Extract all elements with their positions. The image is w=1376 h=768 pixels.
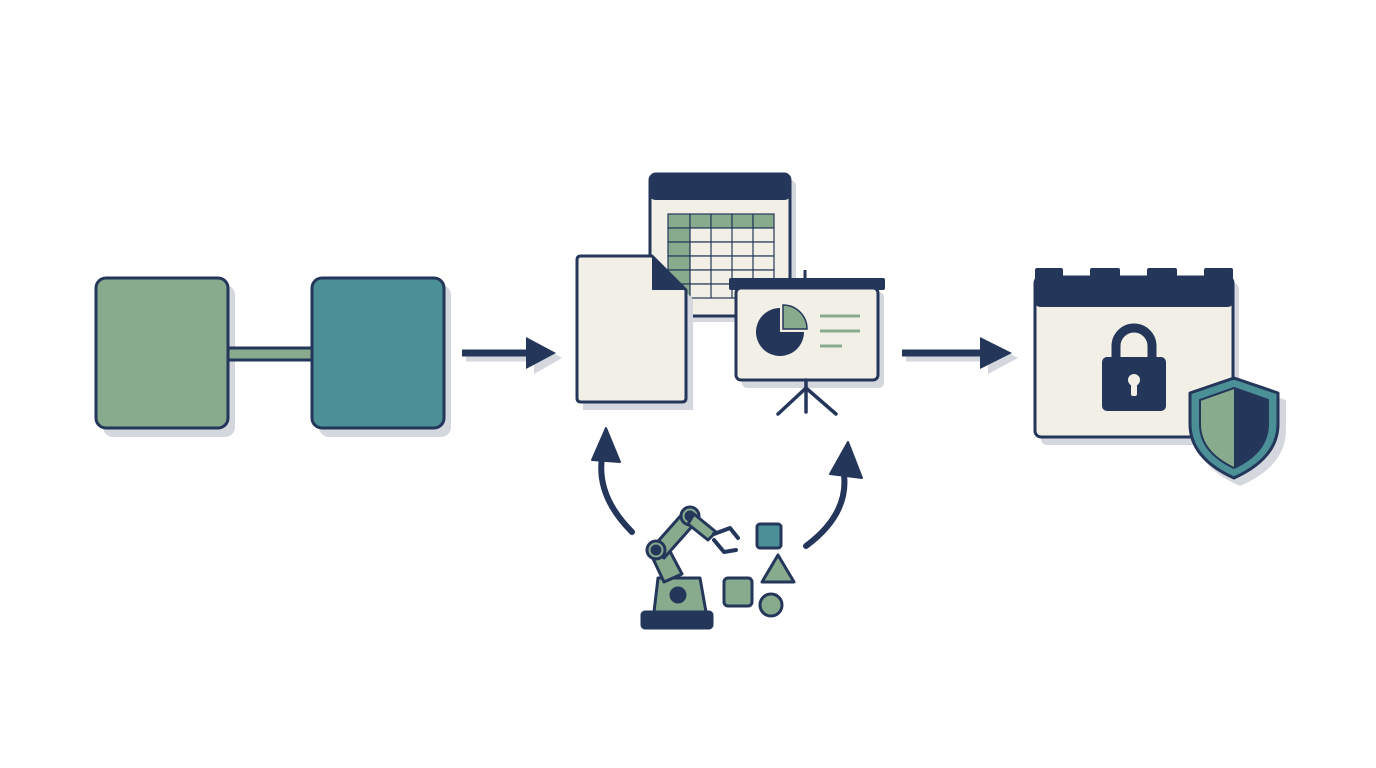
right-arrow-icon <box>462 337 562 374</box>
spreadsheet-grid <box>667 213 775 299</box>
right-arrow-icon <box>902 337 1018 374</box>
spreadsheet-icon <box>648 172 796 322</box>
document-icon <box>575 254 693 410</box>
presentation-board-icon <box>729 270 885 416</box>
gripper <box>712 526 740 554</box>
robotic-arm-icon <box>640 505 740 630</box>
shapes-icon <box>722 522 796 618</box>
easel-stand <box>776 378 838 416</box>
connected-blocks-icon <box>94 276 451 437</box>
padlock-icon <box>1102 323 1166 411</box>
cycle-arrow-icon <box>591 427 863 549</box>
pie-chart-icon <box>756 304 808 356</box>
shield-icon <box>1188 376 1286 486</box>
